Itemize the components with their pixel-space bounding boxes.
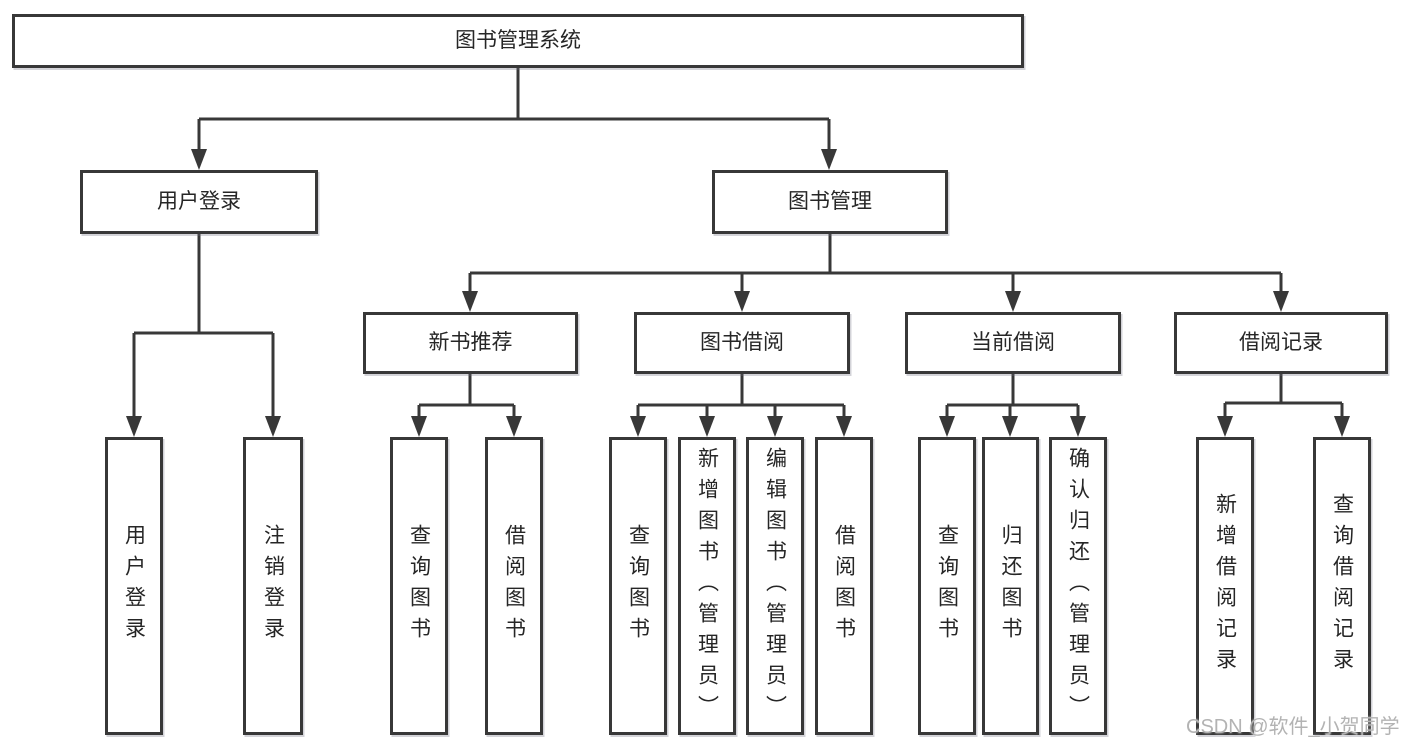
leaf-nb-query-books: 查询图书 — [390, 437, 448, 735]
connector-borrowing-records-children — [1223, 374, 1344, 418]
leaf-cb-confirm-return-admin: 确认归还（管理员） — [1049, 437, 1107, 735]
leaf-bb-query-books: 查询图书 — [609, 437, 667, 735]
arrowhead-bb-edit — [767, 416, 783, 437]
leaf-nb-borrow-books: 借阅图书 — [485, 437, 543, 735]
connector-new-book-recommend-children — [417, 374, 516, 418]
leaf-bb-add-books-admin: 新增图书（管理员） — [678, 437, 736, 735]
arrowhead-current-borrowing — [1005, 291, 1021, 312]
connector-current-borrowing-children — [945, 374, 1080, 418]
node-current-borrowing: 当前借阅 — [905, 312, 1121, 374]
arrowhead-bb-borrow — [836, 416, 852, 437]
arrowhead-bb-add — [699, 416, 715, 437]
arrowhead-leaf-user-login — [126, 416, 142, 437]
arrowhead-br-query — [1334, 416, 1350, 437]
arrowhead-nb-query — [411, 416, 427, 437]
arrowhead-book-borrowing — [734, 291, 750, 312]
leaf-bb-edit-books-admin: 编辑图书（管理员） — [746, 437, 804, 735]
connector-book-management-children — [468, 234, 1283, 293]
leaf-bb-borrow-books: 借阅图书 — [815, 437, 873, 735]
node-new-book-recommend: 新书推荐 — [363, 312, 578, 374]
connector-root-to-branches — [197, 68, 831, 151]
arrowhead-leaf-logout — [265, 416, 281, 437]
arrowhead-new-book-recommend — [462, 291, 478, 312]
node-user-login-branch: 用户登录 — [80, 170, 318, 234]
leaf-cb-query-books: 查询图书 — [918, 437, 976, 735]
node-borrowing-records: 借阅记录 — [1174, 312, 1388, 374]
node-book-management-system: 图书管理系统 — [12, 14, 1024, 68]
leaf-br-add-record: 新增借阅记录 — [1196, 437, 1254, 735]
csdn-watermark: CSDN @软件_小贺同学 — [1186, 716, 1400, 738]
leaf-cb-return-books: 归还图书 — [982, 437, 1039, 735]
leaf-logout-login: 注销登录 — [243, 437, 303, 735]
arrowhead-bb-query — [630, 416, 646, 437]
connector-user-login-children — [132, 234, 275, 418]
arrowhead-cb-query — [939, 416, 955, 437]
node-book-borrowing: 图书借阅 — [634, 312, 850, 374]
leaf-br-query-record: 查询借阅记录 — [1313, 437, 1371, 735]
arrowhead-cb-confirm — [1070, 416, 1086, 437]
connector-book-borrowing-children — [636, 374, 846, 418]
arrowhead-nb-borrow — [506, 416, 522, 437]
arrowhead-br-add — [1217, 416, 1233, 437]
node-book-management: 图书管理 — [712, 170, 948, 234]
arrowhead-cb-return — [1002, 416, 1018, 437]
arrowhead-book-management — [821, 149, 837, 170]
leaf-user-login: 用户登录 — [105, 437, 163, 735]
arrowhead-user-login — [191, 149, 207, 170]
arrowhead-borrowing-records — [1273, 291, 1289, 312]
